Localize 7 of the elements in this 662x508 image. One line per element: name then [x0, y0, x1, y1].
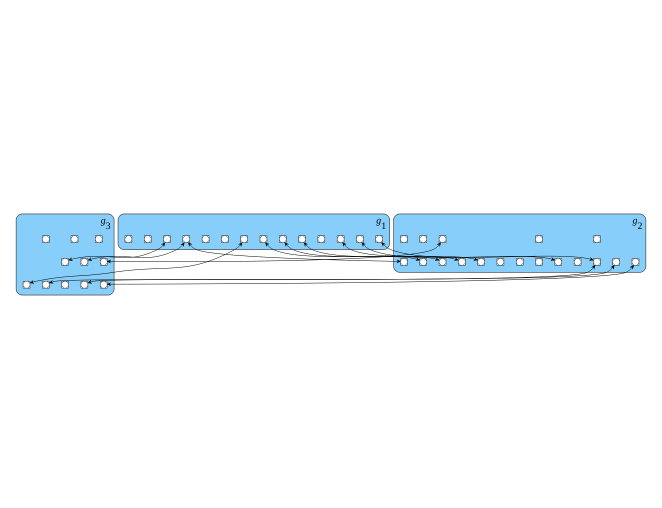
- arrow: [107, 264, 634, 286]
- arrow: [106, 242, 441, 263]
- arrow: [188, 242, 401, 263]
- arrow: [30, 242, 242, 284]
- arrow: [284, 242, 440, 260]
- arrow: [265, 242, 420, 260]
- arrow: [304, 242, 458, 260]
